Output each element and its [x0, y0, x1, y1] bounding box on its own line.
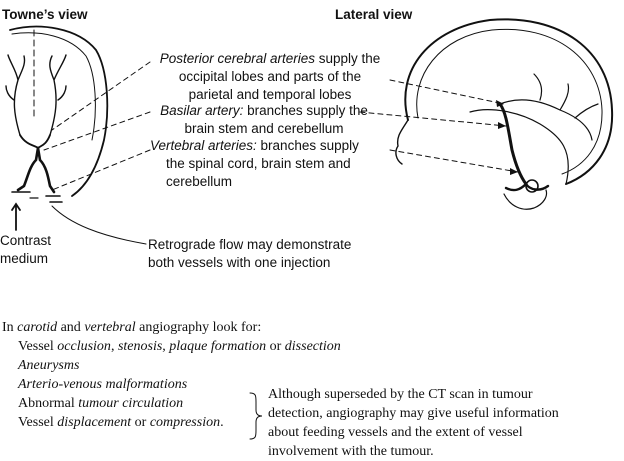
- basilar-rest: branches supply the: [243, 103, 368, 118]
- arrowhead-posterior: [496, 100, 504, 107]
- item2-text: Aneurysms: [18, 358, 80, 373]
- item1-stenosis: stenosis: [117, 339, 163, 354]
- intro-carotid: carotid: [17, 320, 58, 335]
- posterior-label: Posterior cerebral arteries supply the o…: [148, 50, 392, 104]
- vertebral-line1: Vertebral arteries: branches supply: [150, 137, 400, 155]
- towne-base: [11, 191, 63, 203]
- item5-a: Vessel: [18, 415, 58, 430]
- arrowhead-vertebral: [510, 168, 518, 175]
- item1-b: ,: [110, 339, 118, 354]
- contrast-line1: Contrast: [0, 233, 52, 248]
- note-line-4: involvement with the tumour.: [268, 444, 434, 459]
- retrograde-line1: Retrograde flow may demonstrate: [148, 237, 352, 252]
- retrograde-line2: both vessels with one injection: [148, 255, 331, 270]
- towne-vertebral-right: [36, 146, 56, 194]
- basilar-em: Basilar artery:: [160, 103, 244, 118]
- lateral-face: [395, 119, 409, 165]
- lateral-basilar: [498, 102, 528, 186]
- lateral-skull-outline: [404, 18, 614, 185]
- lateral-skull-inner: [416, 28, 603, 175]
- leader-posterior-right: [389, 79, 505, 105]
- contrast-label: Contrast medium: [0, 232, 51, 268]
- note-brace: [249, 392, 263, 440]
- item5-b: or: [131, 415, 150, 430]
- item1-dissection: dissection: [284, 339, 341, 354]
- posterior-em: Posterior cerebral arteries: [159, 51, 315, 66]
- basilar-line2: brain stem and cerebellum: [184, 121, 344, 136]
- item4-em: tumour circulation: [78, 396, 184, 411]
- retrograde-label: Retrograde flow may demonstrate both ves…: [148, 236, 351, 272]
- item4-a: Abnormal: [18, 396, 79, 411]
- note-line-2: detection, angiography may give useful i…: [268, 406, 559, 421]
- vertebral-line2: the spinal cord, brain stem and: [166, 156, 351, 171]
- towne-title: Towne’s view: [2, 7, 88, 22]
- finding-item-2: Aneurysms: [18, 356, 341, 375]
- lateral-jaw: [503, 189, 548, 210]
- intro-vertebral: vertebral: [84, 320, 136, 335]
- towne-skull-inner: [11, 32, 96, 141]
- towne-right-branches: [49, 54, 67, 136]
- lateral-vertebral: [504, 182, 550, 192]
- vertebral-rest: branches supply: [256, 138, 359, 153]
- intro-b: and: [57, 320, 85, 335]
- towne-left-branches: [5, 54, 26, 136]
- posterior-line3: parietal and temporal lobes: [188, 87, 352, 102]
- item3-text: Arterio-venous malformations: [18, 377, 188, 392]
- towne-basilar: [19, 134, 51, 150]
- posterior-rest: supply the: [315, 51, 381, 66]
- posterior-line2: occipital lobes and parts of the: [178, 69, 362, 84]
- intro-line: In carotid and vertebral angiography loo…: [2, 318, 261, 337]
- lateral-posterior-cerebral: [499, 73, 599, 141]
- item1-d: or: [266, 339, 285, 354]
- findings-list: Vessel occlusion, stenosis, plaque forma…: [18, 337, 341, 432]
- vertebral-line3: cerebellum: [166, 174, 233, 189]
- intro-c: angiography look for:: [135, 320, 262, 335]
- finding-item-1: Vessel occlusion, stenosis, plaque forma…: [18, 337, 341, 356]
- basilar-line1: Basilar artery: branches supply the: [148, 102, 380, 120]
- contrast-arrow: [11, 202, 21, 231]
- lateral-title: Lateral view: [335, 7, 413, 22]
- note-line-1: Although superseded by the CT scan in tu…: [268, 387, 533, 402]
- leader-vertebral-left: [51, 149, 151, 191]
- leader-vertebral-right: [389, 149, 519, 173]
- intro-a: In: [2, 320, 18, 335]
- basilar-label: Basilar artery: branches supply the brai…: [148, 102, 380, 138]
- towne-skull-outline: [9, 25, 109, 197]
- item5-displacement: displacement: [57, 415, 132, 430]
- lateral-loop: [525, 179, 539, 193]
- vertebral-label: Vertebral arteries: branches supply the …: [150, 137, 400, 191]
- tumour-note: Although superseded by the CT scan in tu…: [268, 385, 624, 461]
- posterior-line1: Posterior cerebral arteries supply the: [148, 50, 392, 68]
- note-line-3: about feeding vessels and the extent of …: [268, 425, 523, 440]
- item1-occlusion: occlusion: [57, 339, 111, 354]
- arrowhead-basilar: [498, 122, 506, 129]
- lateral-temporal: [469, 109, 569, 185]
- leader-basilar-right: [359, 111, 507, 127]
- item1-a: Vessel: [18, 339, 58, 354]
- vertebral-em: Vertebral arteries:: [150, 138, 257, 153]
- towne-vertebral-left: [16, 146, 40, 192]
- finding-item-4: Abnormal tumour circulation: [18, 394, 341, 413]
- contrast-line2: medium: [0, 251, 49, 266]
- finding-item-3: Arterio-venous malformations: [18, 375, 341, 394]
- item5-c: .: [220, 415, 224, 430]
- finding-item-5: Vessel displacement or compression.: [18, 413, 341, 432]
- leader-posterior-left: [51, 61, 151, 131]
- leader-basilar-left: [43, 111, 151, 151]
- retrograde-line: [51, 205, 147, 245]
- item5-compression: compression: [149, 415, 221, 430]
- item1-c: ,: [162, 339, 170, 354]
- item1-plaque: plaque formation: [169, 339, 267, 354]
